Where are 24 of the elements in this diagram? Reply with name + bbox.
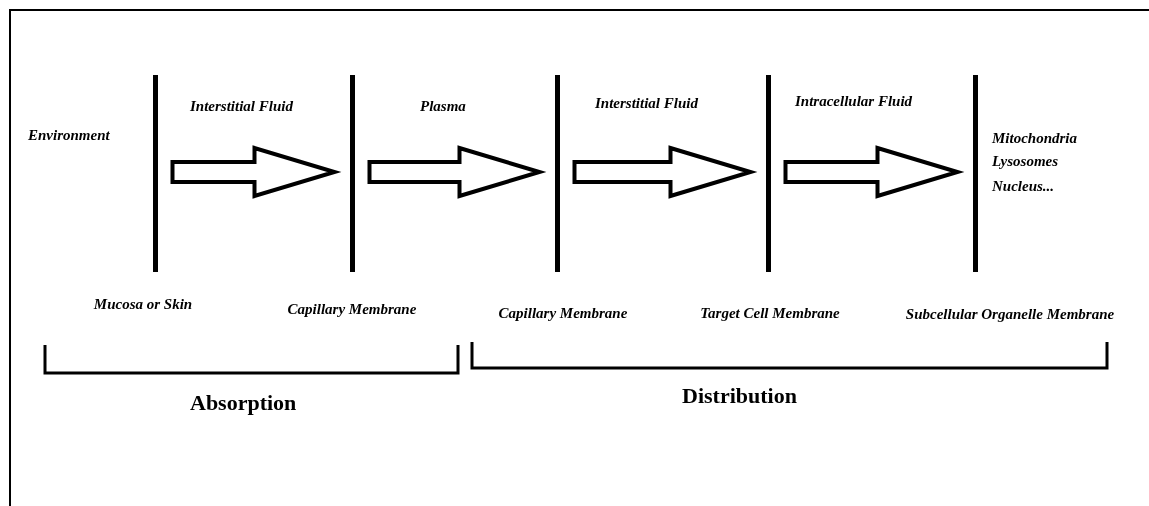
- block-arrow: [783, 145, 965, 199]
- compartment-label: Lysosomes: [992, 152, 1059, 171]
- membrane-label: Subcellular Organelle Membrane: [905, 305, 1115, 324]
- compartment-label: Mitochondria: [992, 129, 1078, 148]
- membrane-label: Capillary Membrane: [498, 304, 628, 323]
- phase-label: Distribution: [682, 382, 797, 410]
- compartment-label: Intracellular Fluid: [795, 92, 913, 111]
- membrane-label: Capillary Membrane: [287, 300, 417, 319]
- membrane-bar: [765, 75, 771, 272]
- block-arrow: [170, 145, 342, 199]
- compartment-label: Interstitial Fluid: [190, 97, 293, 116]
- block-arrow: [367, 145, 547, 199]
- membrane-bar: [972, 75, 978, 272]
- membrane-bar: [349, 75, 355, 272]
- phase-label: Absorption: [190, 389, 297, 417]
- membrane-label: Target Cell Membrane: [700, 304, 840, 323]
- membrane-bar: [152, 75, 158, 272]
- compartment-label: Interstitial Fluid: [595, 94, 698, 113]
- block-arrow: [572, 145, 758, 199]
- compartment-label: Environment: [28, 126, 110, 145]
- compartment-label: Nucleus...: [992, 177, 1055, 196]
- membrane-label: Mucosa or Skin: [93, 295, 193, 314]
- membrane-bar: [554, 75, 560, 272]
- compartment-label: Plasma: [420, 97, 466, 116]
